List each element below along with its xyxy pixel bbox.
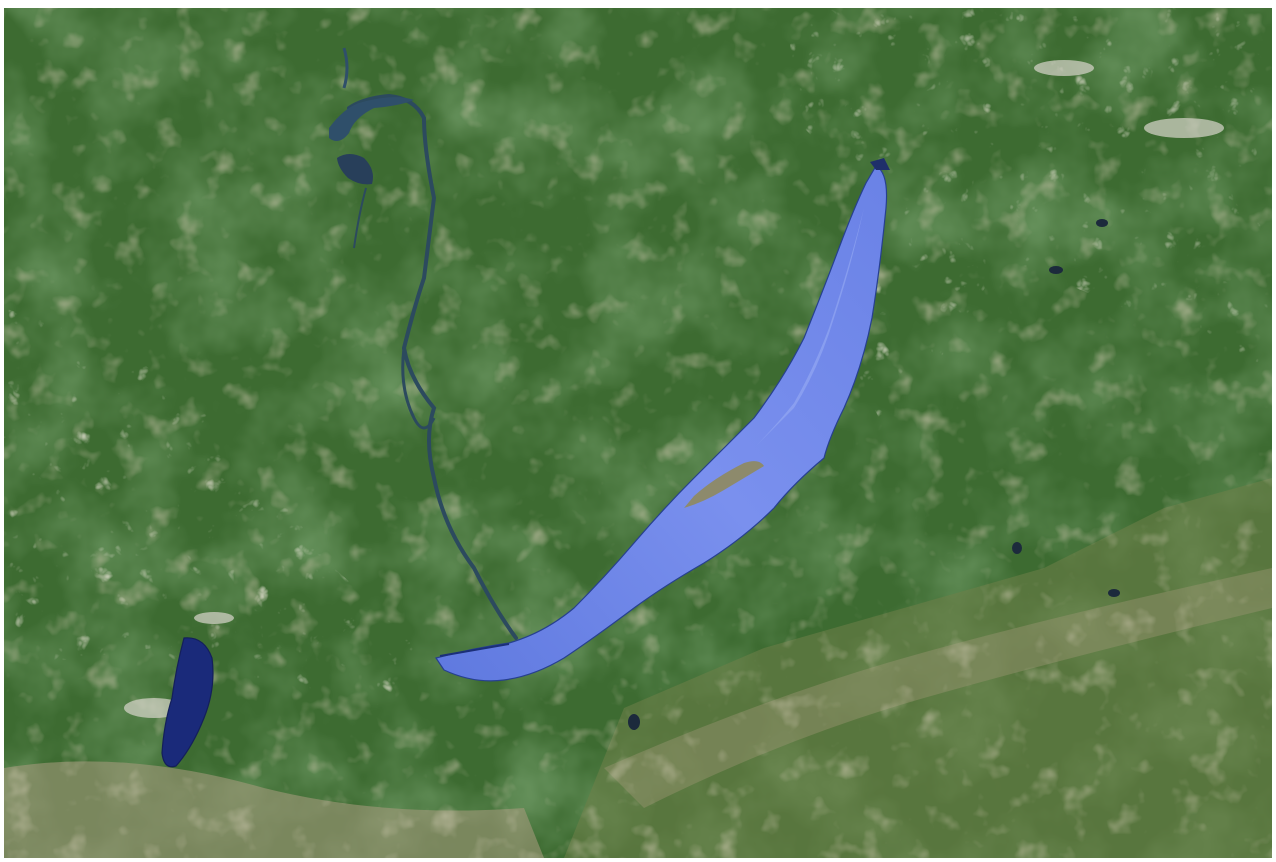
lake-south-shore xyxy=(439,643,510,657)
reservoir-upper xyxy=(329,97,414,142)
tributary xyxy=(353,187,367,249)
reservoir-upper-arm xyxy=(342,47,349,89)
satellite-map xyxy=(4,8,1272,858)
island xyxy=(684,461,764,508)
river-branch xyxy=(401,347,436,430)
lake-north-tip xyxy=(870,158,890,170)
satellite-map-canvas xyxy=(4,8,1272,858)
small-lakes xyxy=(628,219,1120,730)
lake-main xyxy=(435,165,888,682)
river xyxy=(347,93,518,640)
reservoir-lower xyxy=(337,154,373,185)
lake-deep xyxy=(161,637,214,768)
